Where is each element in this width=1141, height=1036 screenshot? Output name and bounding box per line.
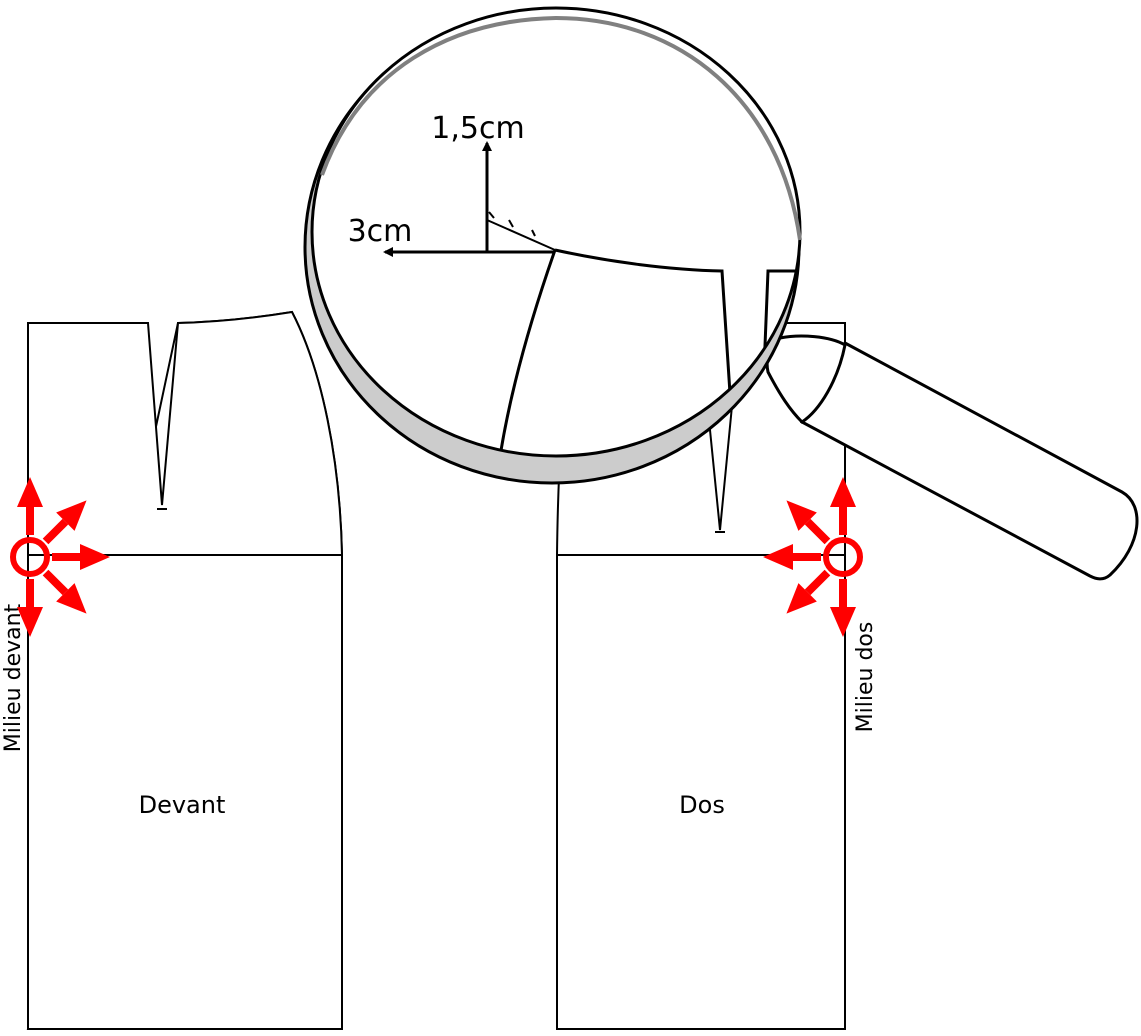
move-arrows-icon xyxy=(10,477,110,637)
vertical-measure-label: 1,5cm xyxy=(431,111,524,146)
magnifying-glass-icon: 1,5cm 3cm xyxy=(303,6,1139,581)
front-pattern-piece: Devant Milieu devant xyxy=(1,310,343,1030)
front-piece-label: Devant xyxy=(139,791,226,819)
front-move-marker xyxy=(10,477,110,637)
back-piece-label: Dos xyxy=(679,791,725,819)
horizontal-measure-label: 3cm xyxy=(348,214,413,249)
back-move-marker xyxy=(763,477,863,637)
center-back-label: Milieu dos xyxy=(853,622,878,733)
angle-tick-marks xyxy=(488,211,536,237)
back-pattern-piece: Dos Milieu dos xyxy=(556,322,878,1030)
magnifier-handle xyxy=(799,340,1139,581)
center-front-label: Milieu devant xyxy=(1,603,26,752)
move-arrows-icon xyxy=(763,477,863,637)
